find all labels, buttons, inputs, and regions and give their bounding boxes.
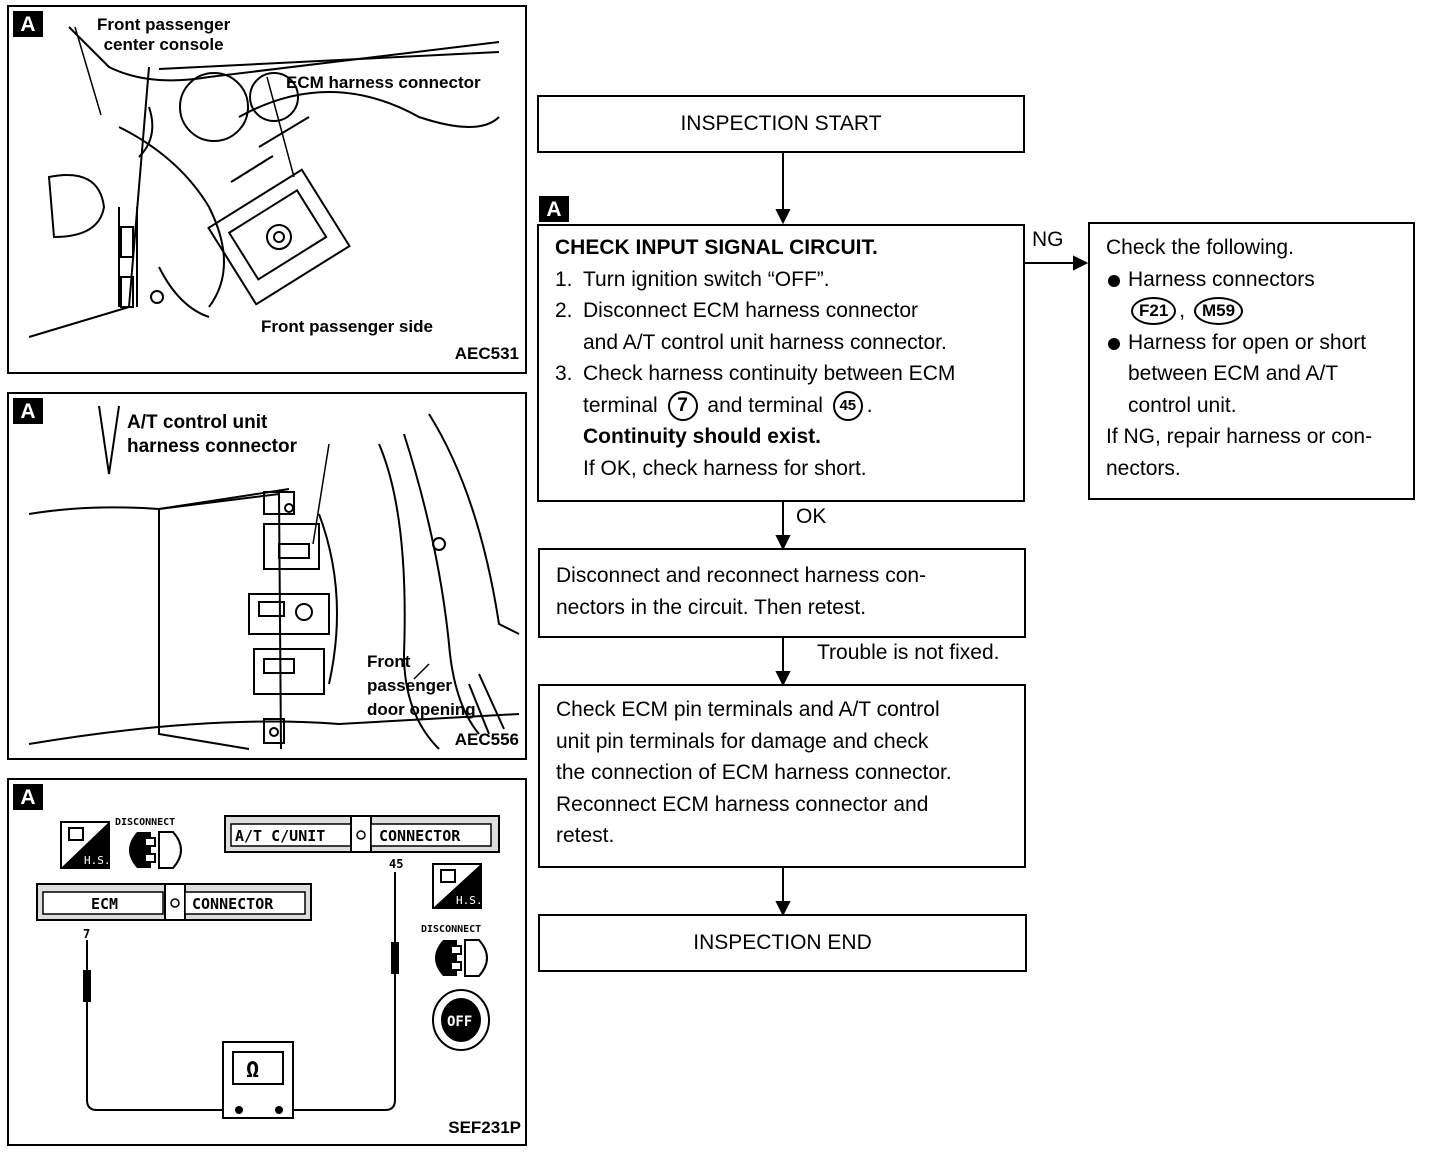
hs-icon: H.S. (60, 821, 111, 869)
repair-note-cont: nectors. (1106, 456, 1181, 480)
final-check-line: the connection of ECM harness connector. (556, 761, 952, 784)
figure-code: AEC531 (454, 344, 519, 363)
disconnect-label: DISCONNECT (115, 817, 175, 828)
pin-45-label: 45 (389, 857, 403, 871)
ecm-location-illustration (28, 26, 500, 338)
ohmmeter-icon: Ω (222, 1041, 294, 1119)
ecm-connector-label: CONNECTOR (192, 895, 274, 913)
terminal-7-badge: 7 (667, 390, 698, 421)
ohm-symbol: Ω (246, 1058, 259, 1083)
bullet-text: Harness connectors (1128, 267, 1315, 291)
connector-ids: F21, M59 (1106, 295, 1401, 327)
panel-tag: A (13, 398, 43, 424)
connector-m59-badge: M59 (1193, 297, 1244, 326)
if-ok-note: If OK, check harness for short. (583, 456, 867, 480)
ng-label: NG (1032, 228, 1064, 251)
comma: , (1179, 299, 1186, 322)
off-label: OFF (447, 1014, 472, 1030)
disconnect-icon: DISCONNECT (421, 924, 488, 977)
check-title: CHECK INPUT SIGNAL CIRCUIT. (555, 236, 878, 259)
ecm-connector-diagram: ECM CONNECTOR (36, 883, 312, 921)
ecm-label: ECM (91, 895, 118, 913)
step-2: 2. Disconnect ECM harness connector and … (555, 295, 1009, 358)
step-text: Check harness continuity between ECM (583, 362, 956, 385)
illustration-panel-continuity-check: A H.S. DISCONNECT A/T C/UNIT CONNECTOR (7, 778, 527, 1146)
repair-note: If NG, repair harness or con- (1106, 425, 1373, 448)
step-number: 3. (555, 362, 573, 385)
final-check-line: unit pin terminals for damage and check (556, 729, 929, 753)
at-unit-label: A/T C/UNIT (235, 827, 325, 845)
check-section-tag: A (539, 196, 569, 222)
label-front-passenger-center-console: Front passenger center console (97, 15, 231, 54)
step-text: Turn ignition switch “OFF”. (583, 267, 830, 291)
connector-f21-badge: F21 (1131, 297, 1177, 326)
label-front-passenger-door-opening: Front passenger door opening (367, 652, 476, 719)
label-ecm-harness-connector: ECM harness connector (286, 73, 481, 92)
terminal-text: and terminal (707, 393, 823, 417)
label-at-control-unit-harness-connector: A/T control unit harness connector (127, 412, 297, 457)
bullet-text: control unit. (1128, 393, 1237, 417)
step-1: 1. Turn ignition switch “OFF”. (555, 264, 1009, 296)
inspection-start-box: INSPECTION START (537, 95, 1025, 153)
at-control-unit-illustration (28, 405, 520, 750)
illustration-panel-at-control-unit: A A/T control (7, 392, 527, 760)
step-number: 2. (555, 299, 573, 322)
disconnect-label: DISCONNECT (421, 924, 481, 935)
hs-label: H.S. (456, 894, 483, 907)
step-text-cont: terminal 7 and terminal 45. (583, 390, 1009, 422)
at-connector-diagram: A/T C/UNIT CONNECTOR (224, 815, 500, 853)
inspection-end-box: INSPECTION END (538, 914, 1027, 972)
ignition-off-icon: OFF (432, 989, 490, 1051)
trouble-not-fixed-label: Trouble is not fixed. (817, 641, 1000, 664)
pin-7-label: 7 (83, 927, 90, 941)
hs-label: H.S. (84, 854, 111, 867)
continuity-note: Continuity should exist. (583, 425, 822, 448)
panel-tag: A (13, 784, 43, 810)
ng-action-box: Check the following. Harness connectors … (1088, 222, 1415, 500)
label-front-passenger-side: Front passenger side (261, 317, 433, 336)
final-check-line: retest. (556, 824, 615, 847)
hs-icon: H.S. (432, 863, 483, 909)
at-connector-label: CONNECTOR (379, 827, 461, 845)
check-input-signal-box: CHECK INPUT SIGNAL CIRCUIT. 1. Turn igni… (537, 224, 1025, 502)
terminal-text: terminal (583, 393, 658, 417)
illustration-panel-ecm-location: A Front passenger center con (7, 5, 527, 374)
reconnect-text: nectors in the circuit. Then retest. (556, 595, 867, 619)
figure-code: AEC556 (454, 730, 519, 749)
reconnect-box: Disconnect and reconnect harness con- ne… (538, 548, 1026, 638)
panel-tag: A (13, 11, 43, 37)
step-text-cont: and A/T control unit harness connector. (583, 330, 947, 354)
period: . (866, 393, 873, 417)
bullet-text: Harness for open or short (1128, 330, 1367, 354)
continuity-check-diagram: H.S. DISCONNECT A/T C/UNIT CONNECTOR (36, 815, 500, 1119)
ok-label: OK (796, 505, 827, 528)
final-check-box: Check ECM pin terminals and A/T control … (538, 684, 1026, 868)
disconnect-icon: DISCONNECT (115, 817, 182, 869)
bullet-text: between ECM and A/T (1128, 362, 1339, 385)
ng-bullet-connectors: Harness connectors (1106, 264, 1401, 296)
step-text: Disconnect ECM harness connector (583, 299, 918, 322)
ng-bullet-harness: Harness for open or short between ECM an… (1106, 327, 1401, 422)
step-3: 3. Check harness continuity between ECM … (555, 358, 1009, 484)
terminal-45-badge: 45 (832, 390, 863, 421)
step-number: 1. (555, 267, 573, 291)
reconnect-text: Disconnect and reconnect harness con- (556, 564, 927, 587)
final-check-line: Check ECM pin terminals and A/T control (556, 698, 940, 721)
final-check-line: Reconnect ECM harness connector and (556, 792, 929, 816)
ng-title: Check the following. (1106, 236, 1294, 259)
figure-code: SEF231P (448, 1118, 521, 1137)
